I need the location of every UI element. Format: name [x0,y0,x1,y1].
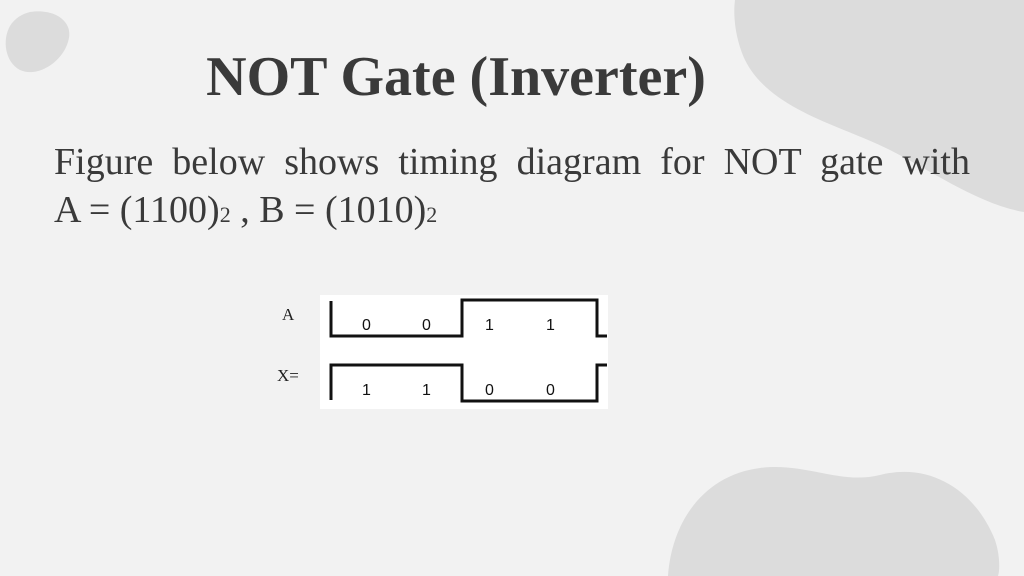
description-line-1: Figure below shows timing diagram for NO… [54,138,970,186]
description-line-2: A = (1100)2 , B = (1010)2 [54,186,970,239]
bottom-right-blob [668,466,1000,576]
a-base: 2 [219,202,231,227]
waveform-a [329,298,607,338]
timing-waveforms [329,298,607,403]
description: Figure below shows timing diagram for NO… [54,138,970,239]
top-right-blob [734,0,1024,212]
description-text: Figure below shows timing diagram for NO… [54,141,970,183]
b-expression: B = (1010) [259,189,427,231]
separator: , [230,189,260,231]
x-bit: 1 [422,382,431,399]
a-bit: 1 [546,317,555,334]
waveform-x [329,363,607,403]
b-base: 2 [426,202,438,227]
signal-x-label: X= [277,366,299,385]
a-bit: 0 [362,317,371,334]
a-bit: 0 [422,317,431,334]
a-bit: 1 [485,317,494,334]
x-bit: 1 [362,382,371,399]
slide-title: NOT Gate (Inverter) [206,46,706,108]
timing-diagram: 0 0 1 1 1 1 0 0 [320,295,608,409]
x-bit: 0 [485,382,494,399]
x-bit: 0 [546,382,555,399]
top-left-blob [5,11,70,73]
signal-a-label: A [282,305,295,324]
a-expression: A = (1100) [54,189,220,231]
